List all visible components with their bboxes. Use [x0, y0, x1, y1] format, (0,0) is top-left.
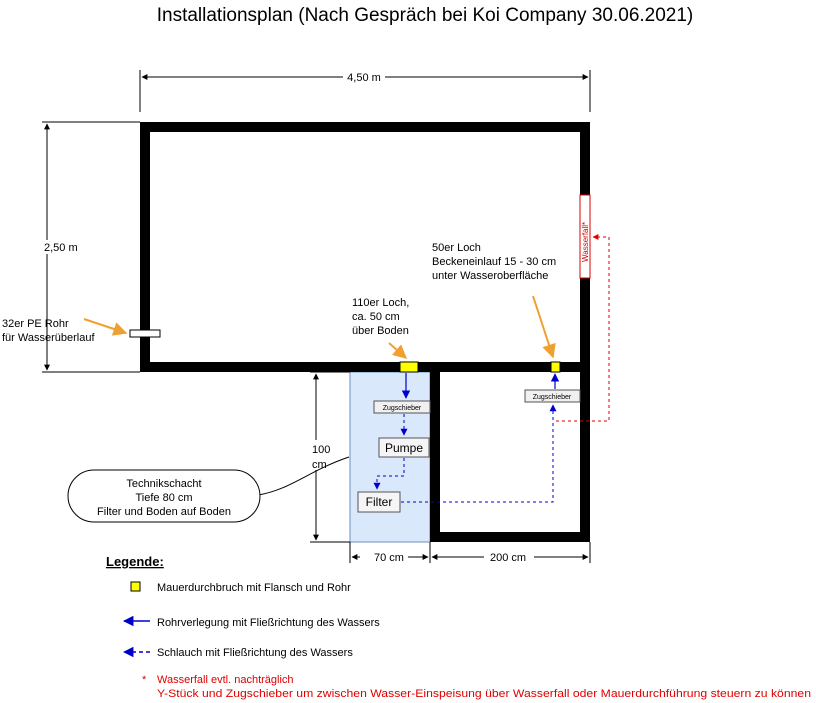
- legend-hose-label: Schlauch mit Fließrichtung des Wassers: [157, 647, 353, 659]
- waterfall-label: Wasserfall*: [581, 222, 590, 262]
- hole-50-label-3: unter Wasseroberfläche: [432, 270, 548, 282]
- valve-left: [373, 400, 431, 414]
- hole-110-label-3: über Boden: [352, 325, 409, 337]
- callout-line-1: Technikschacht: [126, 478, 201, 490]
- legend-pipe-label: Rohrverlegung mit Fließrichtung des Wass…: [157, 617, 380, 629]
- hole-50-label-1: 50er Loch: [432, 242, 481, 254]
- overflow-label-2: für Wasserüberlauf: [2, 332, 95, 344]
- note-line-1: Wasserfall evtl. nachträglich: [157, 674, 294, 686]
- valve-right-label: Zugschieber: [533, 394, 572, 401]
- legend-heading: Legende:: [106, 554, 164, 569]
- valve-left-label: Zugschieber: [383, 405, 422, 412]
- overflow-pipe: [129, 329, 161, 338]
- hole-50-breakthrough: [550, 361, 561, 373]
- waterfall-marker: [579, 194, 591, 279]
- hole-110-label-1: 110er Loch,: [352, 297, 409, 309]
- shaft-width-label: 70 cm: [374, 552, 404, 564]
- pump-box: [378, 437, 430, 458]
- overflow-label-1: 32er PE Rohr: [2, 318, 69, 330]
- hole-110-arrow: [388, 342, 408, 359]
- hole-50-label-2: Beckeneinlauf 15 - 30 cm: [432, 256, 556, 268]
- shaft-depth-dimension: 100 cm: [310, 371, 350, 543]
- chamber-width-label: 200 cm: [490, 552, 526, 564]
- callout-line-2: Tiefe 80 cm: [135, 492, 192, 504]
- height-dimension: 2,50 m: [42, 121, 140, 373]
- pond-walls: [140, 122, 590, 542]
- hole-50-arrow: [532, 295, 556, 359]
- shaft-width-dimension: 70 cm: [349, 542, 431, 564]
- width-dimension: 4,50 m: [139, 70, 591, 112]
- callout-line-3: Filter und Boden auf Boden: [97, 506, 231, 518]
- legend-breakthrough-label: Mauerdurchbruch mit Flansch und Rohr: [157, 582, 351, 594]
- legend: Legende: Mauerdurchbruch mit Flansch und…: [106, 554, 811, 700]
- page-title: Installationsplan (Nach Gespräch bei Koi…: [157, 5, 694, 26]
- hole-110-label-2: ca. 50 cm: [352, 311, 400, 323]
- chamber-width-dimension: 200 cm: [431, 542, 591, 564]
- height-label: 2,50 m: [44, 242, 78, 254]
- filter-label: Filter: [366, 495, 393, 509]
- technical-shaft-callout: Technikschacht Tiefe 80 cm Filter und Bo…: [67, 456, 350, 523]
- overflow-arrow: [83, 318, 128, 336]
- width-label: 4,50 m: [347, 72, 381, 84]
- hose-to-filter: [373, 458, 405, 490]
- pump-label: Pumpe: [385, 441, 423, 455]
- legend-breakthrough-swatch: [130, 581, 141, 592]
- filter-box: [357, 491, 401, 513]
- note-star: *: [142, 674, 147, 686]
- waterfall-feed-line: [556, 234, 610, 422]
- hole-110-breakthrough: [399, 361, 419, 373]
- hose-to-valve-right: [401, 404, 557, 503]
- note-line-2: Y-Stück und Zugschieber um zwischen Wass…: [157, 688, 811, 700]
- shaft-depth-label-1: 100: [312, 444, 330, 456]
- valve-right: [524, 389, 581, 403]
